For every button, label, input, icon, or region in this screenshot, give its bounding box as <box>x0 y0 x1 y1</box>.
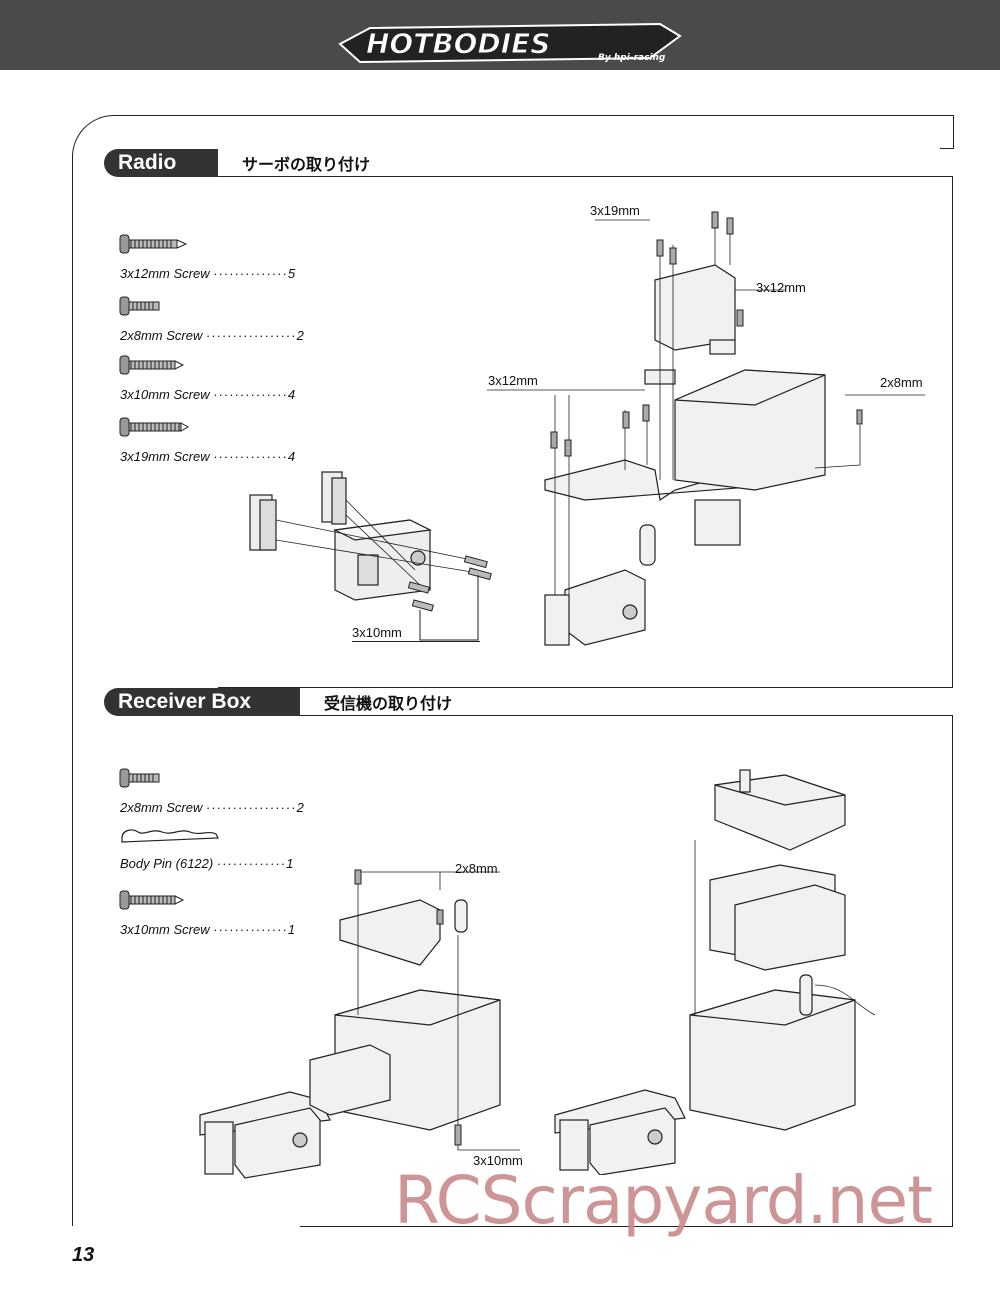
page-number: 13 <box>72 1244 95 1266</box>
body-pin-icon <box>121 829 219 843</box>
part-name: 3x10mm Screw <box>120 922 210 937</box>
radio-section-header: Radio サーボの取り付け <box>104 149 370 177</box>
part-qty: 4 <box>287 387 296 402</box>
part-item: 2x8mm Screw ·················2 <box>118 294 304 343</box>
receiver-box-exploded-diagram <box>199 869 520 1179</box>
part-dots: ············· <box>216 856 287 871</box>
part-name: 3x19mm Screw <box>120 449 210 464</box>
callout-2x8mm: 2x8mm <box>455 861 498 876</box>
part-qty: 2 <box>296 328 304 343</box>
part-item: 2x8mm Screw ·················2 <box>118 766 304 815</box>
page-frame <box>72 115 954 1226</box>
screw-icon <box>119 355 185 375</box>
receiver-section-box <box>300 715 953 1227</box>
part-dots: ·············· <box>213 266 288 281</box>
part-dots: ·············· <box>213 387 288 402</box>
part-qty: 1 <box>287 922 296 937</box>
part-qty: 2 <box>296 800 304 815</box>
radio-section-box <box>218 176 953 688</box>
watermark: RCScrapyard.net <box>394 1162 933 1239</box>
receiver-box-assembled-diagram <box>554 769 876 1175</box>
short-screw-icon <box>119 768 160 788</box>
logo-subtext: By hpi-racing <box>598 53 666 63</box>
logo-text: HOTBODIES <box>366 27 550 60</box>
part-dots: ················· <box>205 328 297 343</box>
receiver-title: Receiver Box <box>104 688 300 716</box>
callout-3x12mm: 3x12mm <box>756 280 806 295</box>
radio-title: Radio <box>104 149 218 177</box>
part-name: 2x8mm Screw <box>120 800 203 815</box>
chassis-plate-diagram <box>487 211 925 646</box>
part-qty: 5 <box>287 266 296 281</box>
part-item: 3x10mm Screw ··············4 <box>118 353 295 402</box>
part-qty: 1 <box>286 856 294 871</box>
callout-2x8mm: 2x8mm <box>880 375 923 390</box>
part-item: 3x19mm Screw ··············4 <box>118 415 295 464</box>
part-name: 3x12mm Screw <box>120 266 210 281</box>
part-name: 3x10mm Screw <box>120 387 210 402</box>
callout-line <box>352 641 480 642</box>
servo-mount-diagram <box>249 471 492 641</box>
part-item: Body Pin (6122) ·············1 <box>118 824 293 871</box>
receiver-section-header: Receiver Box 受信機の取り付け <box>104 688 452 716</box>
callout-3x19mm: 3x19mm <box>590 203 640 218</box>
part-name: Body Pin (6122) <box>120 856 214 871</box>
hotbodies-logo: HOTBODIES By hpi-racing <box>338 22 682 64</box>
part-item: 3x10mm Screw ··············1 <box>118 888 295 937</box>
long-screw-icon <box>119 417 190 437</box>
callout-3x10mm: 3x10mm <box>473 1153 523 1168</box>
header-curve <box>0 70 1000 130</box>
part-dots: ················· <box>205 800 297 815</box>
part-dots: ·············· <box>213 449 288 464</box>
callout-3x12mm: 3x12mm <box>488 373 538 388</box>
callout-3x10mm: 3x10mm <box>352 625 402 640</box>
part-dots: ·············· <box>213 922 288 937</box>
frame-corner <box>940 115 954 149</box>
radio-title-jp: サーボの取り付け <box>242 157 371 174</box>
short-screw-icon <box>119 296 160 316</box>
screw-icon <box>119 890 185 910</box>
receiver-title-jp: 受信機の取り付け <box>324 696 453 713</box>
part-qty: 4 <box>287 449 296 464</box>
part-item: 3x12mm Screw ··············5 <box>118 232 295 281</box>
part-name: 2x8mm Screw <box>120 328 203 343</box>
screw-icon <box>119 234 188 254</box>
